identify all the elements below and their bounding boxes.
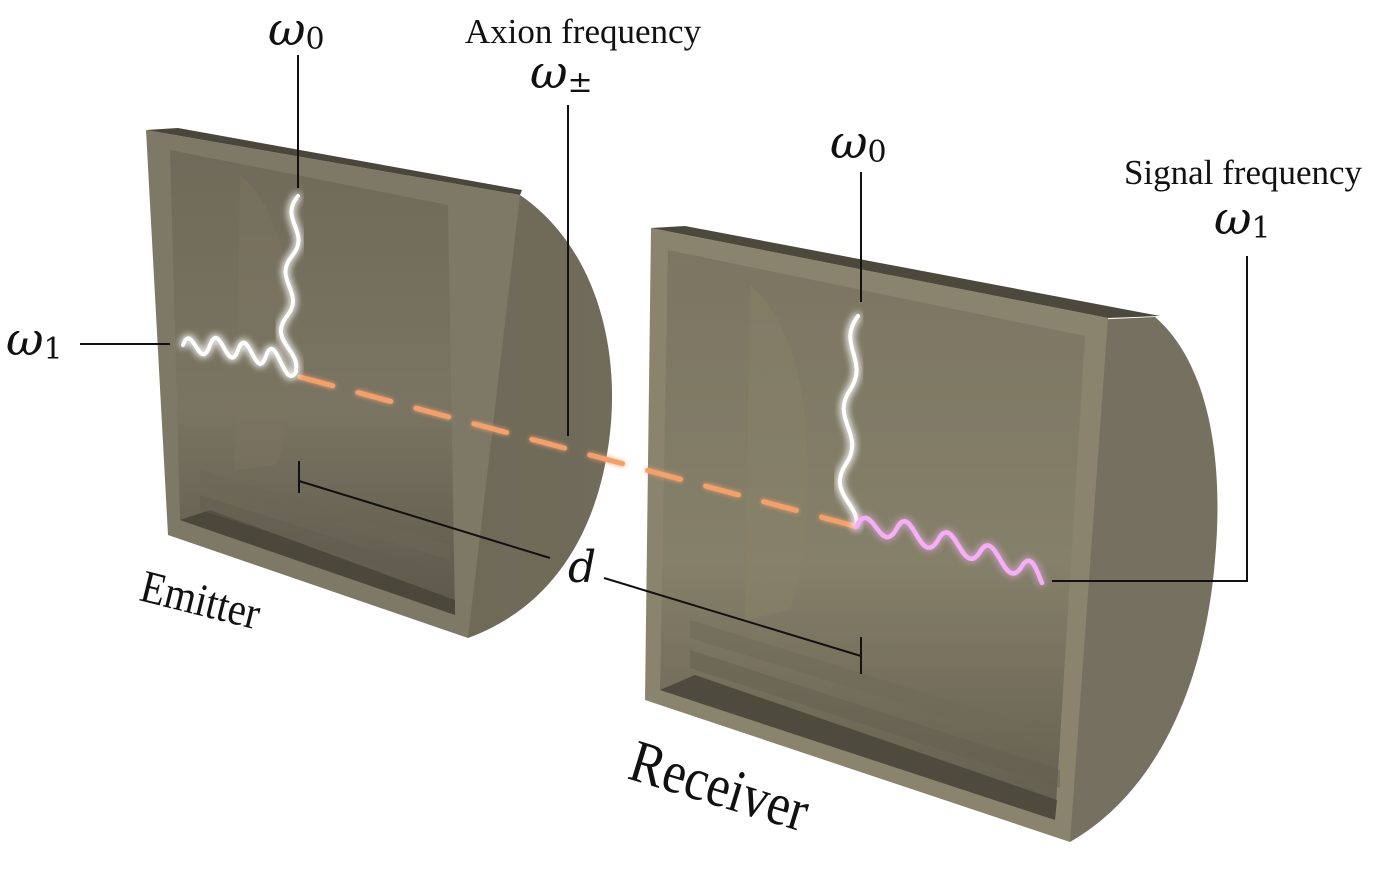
signal-leader [1052, 256, 1248, 582]
emitter-band [200, 470, 450, 560]
distance-label: d [568, 542, 596, 593]
receiver-cavity-backwall [745, 285, 808, 620]
receiver-cavity-side [1060, 317, 1218, 842]
emitter-cavity-floor [180, 510, 455, 615]
omega0-emitter-label: ω0 [268, 2, 325, 57]
omega0-receiver-label: ω0 [830, 115, 887, 170]
emitter-cavity-top-edge [146, 128, 522, 195]
emitter-band [200, 495, 450, 590]
signal-symbol: ω1 [1214, 191, 1271, 246]
distance-line-left [298, 480, 551, 559]
emitter-label: Emitter [135, 561, 266, 640]
emitter-omega1-photon [181, 335, 298, 378]
signal-title: Signal frequency [1124, 153, 1363, 192]
signal-photon [853, 515, 1045, 586]
receiver-band [690, 620, 1060, 752]
omega1-emitter-label: ω1 [6, 312, 63, 367]
receiver-cavity-floor [660, 675, 1057, 820]
receiver-omega0-photon [837, 314, 860, 529]
receiver-cavity-top-edge [651, 226, 1160, 318]
distance-line-right [603, 577, 862, 657]
emitter-omega0-photon [279, 194, 301, 372]
distance-marker [298, 461, 862, 674]
axion-symbol: ω± [530, 45, 593, 100]
receiver-cavity [645, 226, 1218, 842]
axion-line [297, 374, 861, 530]
receiver-band [690, 650, 1060, 788]
axion-title: Axion frequency [465, 12, 702, 51]
emitter-cavity [146, 128, 613, 638]
emitter-cavity-backwall [235, 175, 294, 470]
